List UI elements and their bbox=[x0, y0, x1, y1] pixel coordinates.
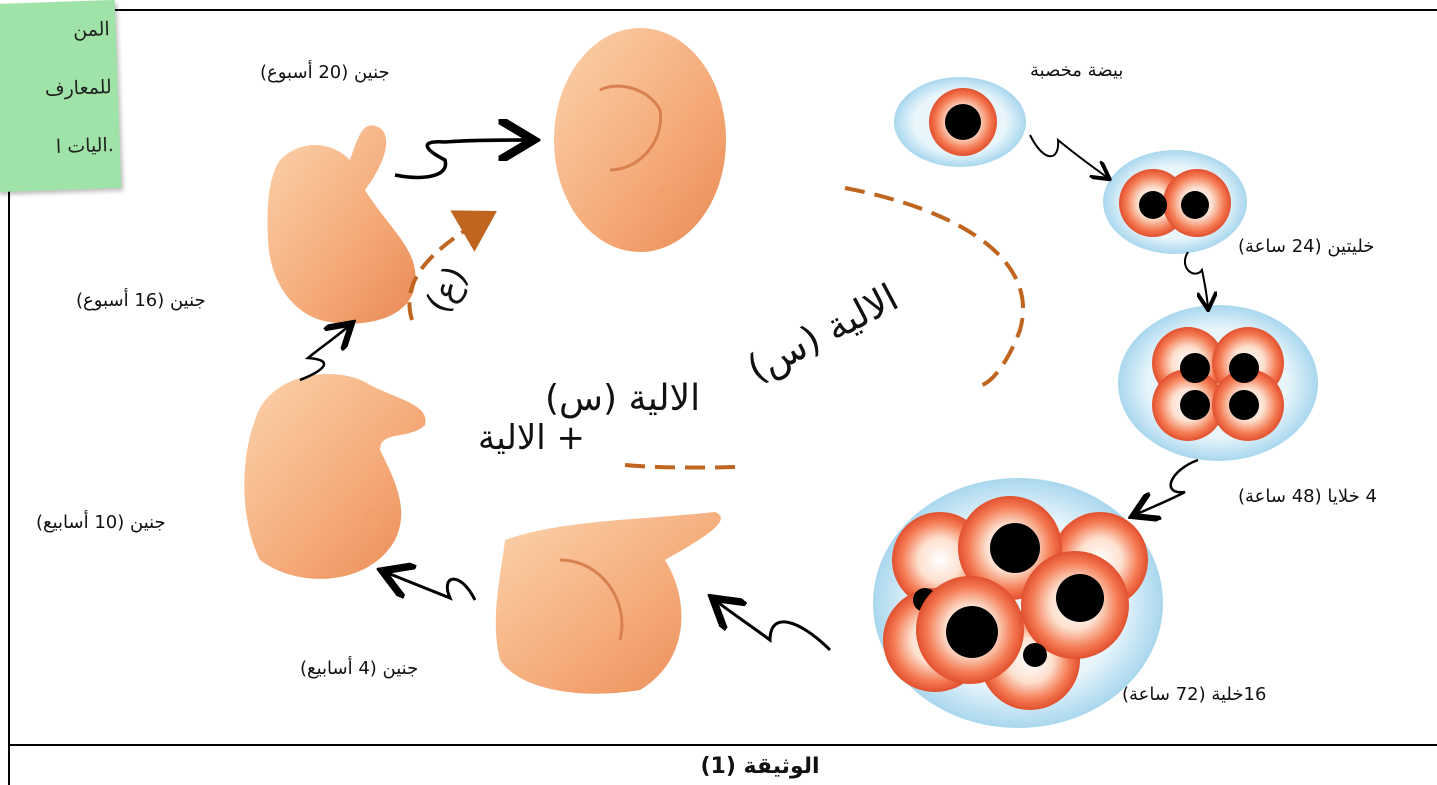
label-week16: جنين (16 أسبوع) bbox=[76, 290, 206, 311]
embryo-20-weeks bbox=[554, 28, 726, 252]
four-cell-stage bbox=[1118, 305, 1318, 461]
label-week20: جنين (20 أسبوع) bbox=[260, 62, 390, 83]
document-caption: الوثيقة (1) bbox=[660, 754, 860, 779]
label-four-cells-text: 4 خلايا (48 ساعة) bbox=[1238, 486, 1377, 507]
mechanism-plus-label: + الالية bbox=[478, 418, 585, 458]
label-week10-text: جنين (10 أسابيع) bbox=[36, 512, 166, 533]
label-sixteen-cells-text: 16خلية (72 ساعة) bbox=[1122, 684, 1266, 705]
label-week4-text: جنين (4 أسابيع) bbox=[300, 658, 418, 679]
arrow-egg-to-two bbox=[1030, 135, 1108, 178]
embryo-16-weeks bbox=[268, 125, 416, 323]
mechanism-plus-text: + الالية bbox=[478, 418, 585, 458]
two-cell-stage bbox=[1103, 150, 1247, 254]
label-two-cells: خليتين (24 ساعة) bbox=[1238, 236, 1374, 257]
mechanism-xy-label: الالية (س) bbox=[545, 378, 700, 419]
arrow-four-to-sixteen bbox=[1135, 460, 1198, 515]
arrow-10w-to-16w bbox=[300, 325, 350, 380]
arrow-16w-to-20w bbox=[395, 140, 530, 177]
label-two-cells-text: خليتين (24 ساعة) bbox=[1238, 236, 1374, 257]
label-fertilized-egg-text: بيضة مخصبة bbox=[1030, 60, 1123, 81]
fertilized-egg bbox=[894, 77, 1026, 167]
arrow-two-to-four bbox=[1185, 252, 1208, 308]
sixteen-cell-stage bbox=[873, 478, 1163, 728]
label-week10: جنين (10 أسابيع) bbox=[36, 512, 166, 533]
arrow-sixteen-to-4w bbox=[715, 600, 830, 650]
mechanism-xy-text: الالية (س) bbox=[545, 378, 700, 419]
label-week4: جنين (4 أسابيع) bbox=[300, 658, 418, 679]
label-four-cells: 4 خلايا (48 ساعة) bbox=[1238, 486, 1377, 507]
label-week16-text: جنين (16 أسبوع) bbox=[76, 290, 206, 311]
embryo-4-weeks bbox=[496, 512, 721, 694]
dashed-arrow-bottom bbox=[625, 465, 735, 468]
label-sixteen-cells: 16خلية (72 ساعة) bbox=[1122, 684, 1266, 705]
label-fertilized-egg: بيضة مخصبة bbox=[1030, 60, 1123, 81]
label-week20-text: جنين (20 أسبوع) bbox=[260, 62, 390, 83]
embryo-10-weeks bbox=[244, 374, 425, 579]
arrow-4w-to-10w bbox=[385, 572, 475, 600]
